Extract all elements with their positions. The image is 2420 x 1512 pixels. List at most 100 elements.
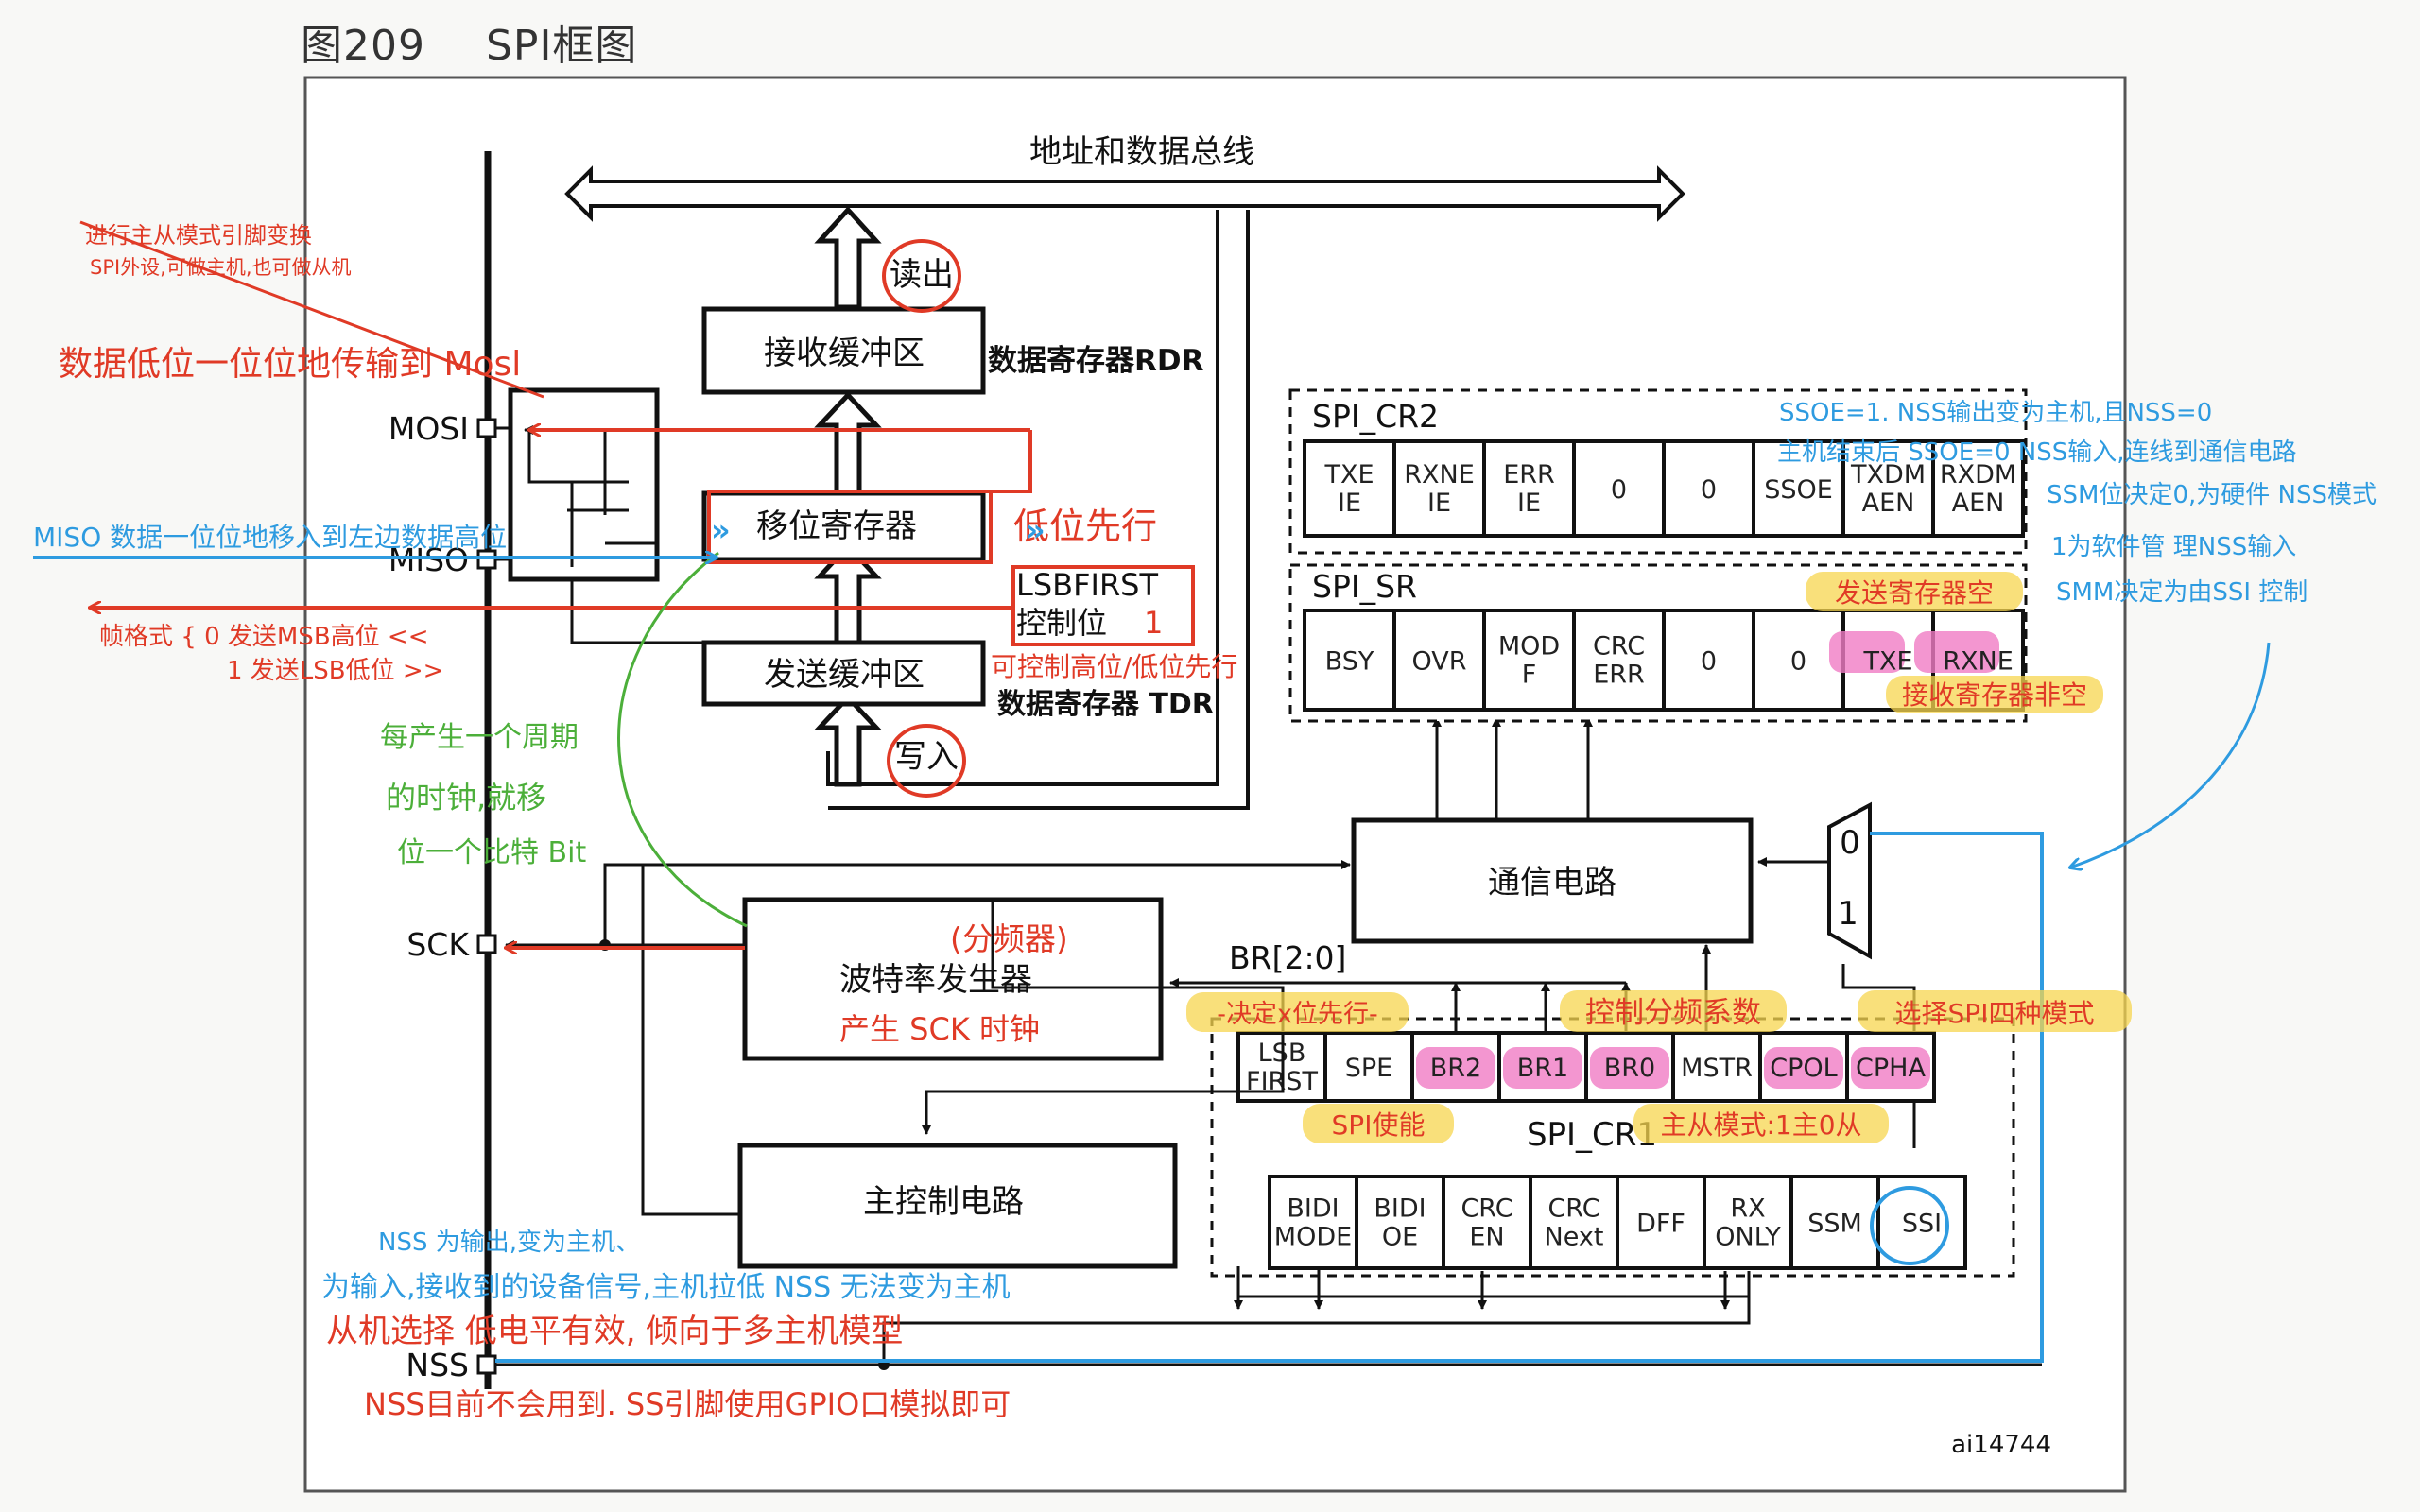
sr-cell-2: [1482, 609, 1576, 712]
nss-pin-label: NSS: [406, 1347, 469, 1383]
bus-label: 地址和数据总线: [1029, 133, 1254, 171]
miso-pin-label: MISO: [389, 541, 469, 578]
sr-bit-3-1: ERR: [1593, 661, 1645, 690]
pin-switch-box: [508, 387, 660, 582]
br-highlight-4: [1590, 1047, 1669, 1089]
note-hl-lsb-bg: [1186, 992, 1409, 1032]
note-lsb-first: 低位先行: [1013, 506, 1157, 547]
note-mosi: 数据低位一位位地传输到 Mosl: [59, 345, 521, 384]
cr1-top-bit-5-0: MSTR: [1681, 1054, 1753, 1083]
cr2-bit-1-1: IE: [1427, 489, 1451, 518]
sr-bit-3-0: CRC: [1593, 632, 1645, 662]
cr2-bit-7-1: AEN: [1952, 489, 2005, 518]
rx-buffer-box: [701, 306, 986, 395]
cr2-cell-7: [1931, 439, 2025, 538]
br-highlight-3: [1503, 1047, 1582, 1089]
comm-circuit-box: [1351, 817, 1754, 944]
cr2-bit-6-0: TXDM: [1850, 460, 1926, 490]
spi-sr-name: SPI_SR: [1312, 568, 1417, 605]
mosi-pin-label: MOSI: [389, 410, 469, 447]
mux-input-1: 1: [1838, 895, 1858, 933]
sr-bit-6-0: TXE: [1862, 647, 1912, 677]
rx-arrow: [814, 391, 882, 496]
sr-cell-0: [1303, 609, 1396, 712]
cr1-top-cell-5: [1671, 1031, 1762, 1103]
note-lsb-hi-lo: 可控制高位/低位先行: [991, 651, 1237, 682]
note-nss-1: 从机选择 低电平有效, 倾向于多主机模型: [326, 1313, 903, 1350]
note-nss-a: NSS 为输出,变为主机、: [378, 1228, 640, 1257]
note-hl-spe-bg: [1303, 1104, 1454, 1143]
tx-buffer-label: 发送缓冲区: [764, 656, 925, 694]
lsbfirst-ctrl-2: 控制位: [1016, 605, 1107, 641]
sr-bit-5-0: 0: [1790, 647, 1806, 677]
cr1-bot-bit-7-0: SSI: [1902, 1210, 1942, 1239]
cr1-bot-bit-0-1: MODE: [1274, 1223, 1352, 1252]
baud-generator-box: [742, 897, 1164, 1061]
cr2-bit-0-0: TXE: [1323, 460, 1374, 490]
cr1-bot-bit-5-0: RX: [1730, 1194, 1765, 1224]
note-ssm-2: 1为软件管 理NSS输入: [2051, 533, 2296, 561]
cr1-bot-bit-3-0: CRC: [1547, 1194, 1599, 1224]
sr-bit-4-0: 0: [1701, 647, 1717, 677]
baud-generator-label: 波特率发生器: [839, 961, 1032, 999]
cr1-bot-cell-3: [1529, 1175, 1619, 1270]
note-hl-txe: 发送寄存器空: [1835, 577, 1994, 609]
cr2-bit-6-1: AEN: [1862, 489, 1915, 518]
note-hl-mstr-bg: [1634, 1104, 1889, 1143]
txe-highlight: [1829, 631, 1905, 673]
cr1-bot-bit-5-1: ONLY: [1715, 1223, 1781, 1252]
cr1-top-bit-7-0: CPHA: [1856, 1054, 1926, 1083]
cr1-bot-bit-1-0: BIDI: [1374, 1194, 1426, 1224]
read-label: 读出: [890, 256, 954, 294]
data-bus-arrow: [564, 165, 1685, 222]
cr2-bit-1-0: RXNE: [1404, 460, 1475, 490]
master-control-label: 主控制电路: [863, 1183, 1024, 1221]
br-label: BR[2:0]: [1229, 939, 1346, 976]
comm-circuit-label: 通信电路: [1488, 864, 1616, 902]
cpol-highlight: [1764, 1047, 1843, 1089]
note-miso: MISO 数据一位位地移入到左边数据高位: [33, 522, 507, 553]
note-rdr: 数据寄存器RDR: [988, 344, 1204, 378]
mosi-pin-square: [476, 418, 497, 438]
cr1-top-bit-6-0: CPOL: [1770, 1054, 1837, 1083]
master-to-sck: [641, 865, 740, 1216]
spi-cr2-name: SPI_CR2: [1312, 398, 1439, 435]
note-lsbfirst-1: 1: [1144, 605, 1163, 641]
note-nss-b: 为输入,接收到的设备信号,主机拉低 NSS 无法变为主机: [321, 1271, 1011, 1304]
cr2-bit-0-1: IE: [1338, 489, 1361, 518]
cr2-bit-5-0: SSOE: [1764, 475, 1833, 505]
note-frame-2: 1 发送LSB低位 >>: [227, 657, 443, 685]
shift-register-label: 移位寄存器: [756, 507, 917, 545]
note-green-1: 每产生一个周期: [380, 721, 579, 754]
rxne-highlight: [1914, 631, 1999, 673]
note-green-3: 位一个比特 Bit: [397, 836, 586, 869]
cr1-top-bit-2-0: BR2: [1430, 1054, 1481, 1083]
sck-to-comm: [603, 860, 1351, 945]
cr1-top-bit-4-0: BR0: [1604, 1054, 1655, 1083]
br-highlight-2: [1416, 1047, 1495, 1089]
sr-bit-0-0: BSY: [1325, 647, 1374, 677]
note-tdr: 数据寄存器 TDR: [997, 688, 1214, 721]
cr1-bot-bit-2-1: EN: [1469, 1223, 1504, 1252]
cr2-cell-0: [1303, 439, 1396, 538]
svg-text:»: »: [1026, 512, 1046, 548]
sr-bit-1-0: OVR: [1411, 647, 1466, 677]
note-nss-2: NSS目前不会用到. SS引脚使用GPIO口模拟即可: [364, 1386, 1011, 1422]
sr-bit-7-0: RXNE: [1943, 647, 2014, 677]
cr2-bit-3-0: 0: [1611, 475, 1627, 505]
note-hl-br: 控制分频系数: [1585, 996, 1761, 1030]
sck-pin-label: SCK: [406, 926, 470, 963]
cr1-bot-cell-2: [1442, 1175, 1532, 1270]
cr1-bot-cell-0: [1268, 1175, 1358, 1270]
cr1-bot-bit-1-1: OE: [1382, 1223, 1418, 1252]
write-label: 写入: [894, 738, 959, 776]
mux-input-0: 0: [1840, 824, 1860, 862]
cr1-bot-bit-2-0: CRC: [1461, 1194, 1512, 1224]
cr1-bot-cell-4: [1616, 1175, 1706, 1270]
note-ssm-1: SSM位决定0,为硬件 NSS模式: [2047, 481, 2377, 509]
cr2-cell-3: [1572, 439, 1666, 538]
